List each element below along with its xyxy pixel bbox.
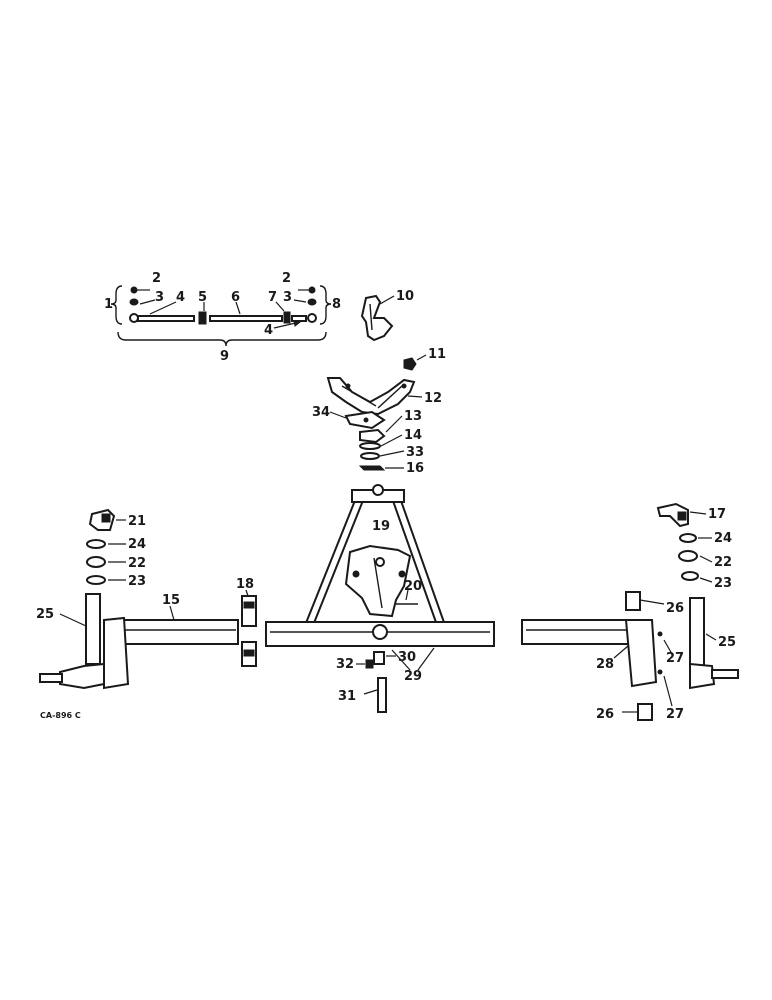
left-axle-extension	[39, 508, 257, 690]
callout-8: 8	[332, 297, 341, 312]
callout-1: 1	[104, 297, 113, 312]
callout-4-right: 4	[264, 323, 273, 338]
callout-2: 2	[152, 271, 161, 286]
right-axle-extension	[521, 502, 739, 721]
callout-31: 31	[338, 689, 356, 704]
callout-14: 14	[404, 428, 422, 443]
callout-16: 16	[406, 461, 424, 476]
callout-30: 30	[398, 650, 416, 665]
callout-5: 5	[198, 290, 207, 305]
bracket-part-10	[360, 294, 395, 342]
callout-2-right: 2	[282, 271, 291, 286]
callout-23-right: 23	[714, 576, 732, 591]
diagram-code: CA-896 C	[40, 711, 81, 720]
callout-26-bottom: 26	[596, 707, 614, 722]
callout-27: 27	[666, 651, 684, 666]
callout-23: 23	[128, 574, 146, 589]
callout-15: 15	[162, 593, 180, 608]
callout-10: 10	[396, 289, 414, 304]
callout-labels: 1 2 3 4 5 6 7 2 3 4 8 9 10 11 12 13 14 3…	[36, 271, 736, 722]
callout-3-right: 3	[283, 290, 292, 305]
callout-17: 17	[708, 507, 726, 522]
callout-13: 13	[404, 409, 422, 424]
callout-29: 29	[404, 669, 422, 684]
callout-24-right: 24	[714, 531, 732, 546]
callout-9: 9	[220, 349, 229, 364]
callout-32: 32	[336, 657, 354, 672]
pivot-bracket-assembly	[326, 377, 423, 471]
callout-19: 19	[372, 519, 390, 534]
callout-24: 24	[128, 537, 146, 552]
callout-34: 34	[312, 405, 330, 420]
callout-12: 12	[424, 391, 442, 406]
fitting-part-11	[403, 354, 427, 371]
callout-26: 26	[666, 601, 684, 616]
callout-27-bottom: 27	[666, 707, 684, 722]
tie-rod-assembly	[110, 285, 332, 347]
callout-18: 18	[236, 577, 254, 592]
callout-7: 7	[268, 290, 277, 305]
callout-11: 11	[428, 347, 446, 362]
callout-6: 6	[231, 290, 240, 305]
callout-25: 25	[36, 607, 54, 622]
callout-33: 33	[406, 445, 424, 460]
callout-4: 4	[176, 290, 185, 305]
center-axle-assembly	[265, 484, 495, 713]
callout-22: 22	[128, 556, 146, 571]
callout-20: 20	[404, 579, 422, 594]
callout-21: 21	[128, 514, 146, 529]
callout-3: 3	[155, 290, 164, 305]
callout-25-right: 25	[718, 635, 736, 650]
callout-22-right: 22	[714, 555, 732, 570]
callout-28: 28	[596, 657, 614, 672]
